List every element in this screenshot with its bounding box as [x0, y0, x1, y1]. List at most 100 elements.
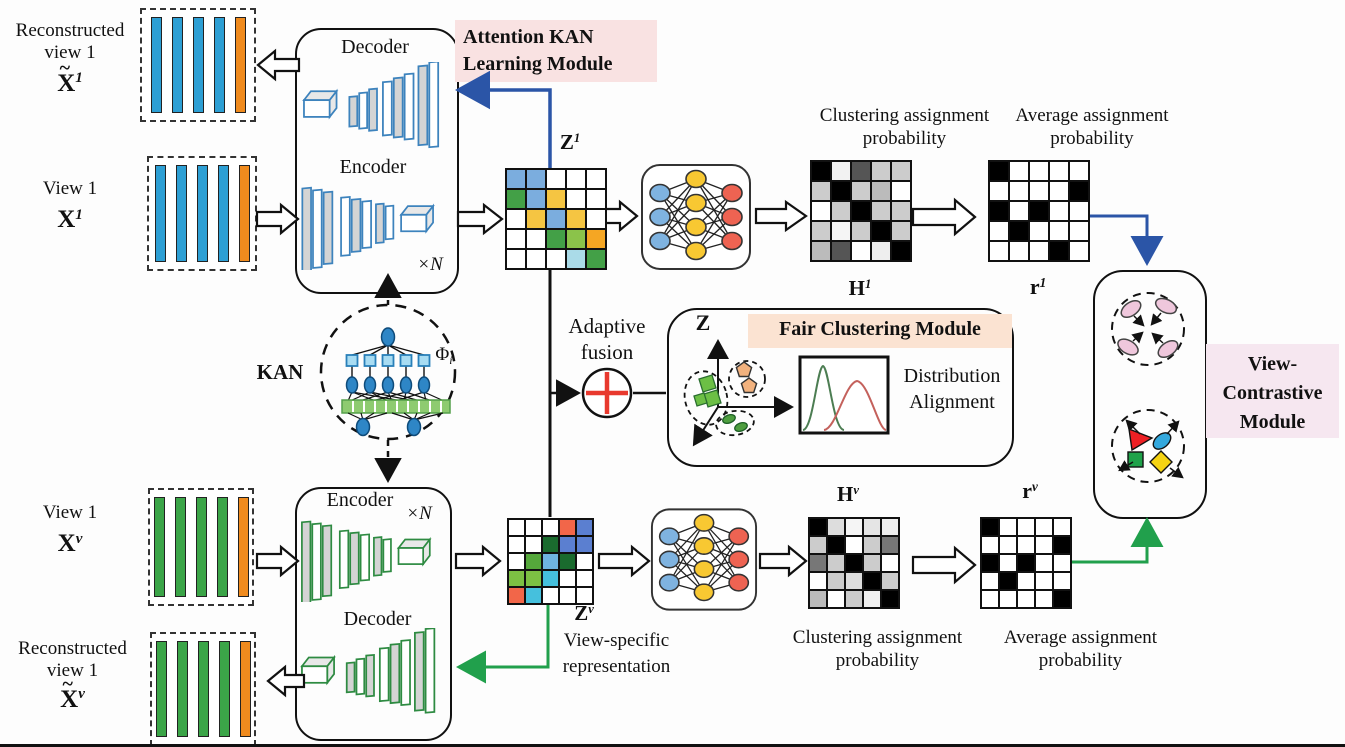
- matrix-cell: [831, 221, 851, 241]
- feature-bar: [196, 165, 208, 262]
- matrix-cell: [827, 572, 845, 590]
- matrix-cell: [506, 229, 526, 249]
- decoder-bottom-label: Decoder: [343, 608, 412, 630]
- recon-bottom-line1: Reconstructed: [18, 638, 127, 659]
- matrix-cell: [809, 590, 827, 608]
- matrix-cell: [891, 201, 911, 221]
- matrix-cell: [811, 221, 831, 241]
- arrow-decoder-to-recon-bottom: [266, 664, 306, 698]
- zv-matrix: [507, 518, 594, 605]
- matrix-cell: [546, 229, 566, 249]
- matrix-cell: [881, 572, 899, 590]
- matrix-cell: [1053, 554, 1071, 572]
- encoder-conv-stack-bottom-icon: [301, 513, 431, 602]
- rv-to-contrastive-line: [1070, 517, 1164, 564]
- matrix-cell: [546, 209, 566, 229]
- matrix-cell: [526, 249, 546, 269]
- fair-clustering-box: [667, 308, 1014, 467]
- matrix-cell: [526, 169, 546, 189]
- matrix-cell: [566, 209, 586, 229]
- matrix-cell: [1069, 201, 1089, 221]
- matrix-cell: [1017, 518, 1035, 536]
- view-top-symbol: X1: [57, 205, 83, 233]
- matrix-cell: [827, 536, 845, 554]
- matrix-cell: [1049, 201, 1069, 221]
- matrix-cell: [1035, 572, 1053, 590]
- matrix-cell: [891, 161, 911, 181]
- matrix-cell: [851, 241, 871, 261]
- matrix-cell: [559, 570, 576, 587]
- matrix-cell: [542, 587, 559, 604]
- matrix-cell: [1029, 201, 1049, 221]
- matrix-cell: [586, 209, 606, 229]
- arrow-view-to-encoder-top: [255, 202, 300, 236]
- matrix-cell: [989, 181, 1009, 201]
- matrix-cell: [863, 572, 881, 590]
- repeat-n-bottom-label: ×N: [406, 503, 432, 524]
- r1-label: r1: [1029, 274, 1047, 299]
- bottom-rule: [0, 744, 1345, 747]
- matrix-cell: [1029, 221, 1049, 241]
- matrix-cell: [525, 570, 542, 587]
- recon-top-line1: Reconstructed: [15, 20, 125, 41]
- attention-feedback-line-top: [455, 70, 552, 170]
- matrix-cell: [999, 590, 1017, 608]
- matrix-cell: [506, 189, 526, 209]
- matrix-cell: [566, 229, 586, 249]
- view1-top-box: [147, 156, 257, 271]
- feature-bar: [197, 641, 209, 737]
- matrix-cell: [1035, 536, 1053, 554]
- matrix-cell: [809, 518, 827, 536]
- matrix-cell: [525, 519, 542, 536]
- matrix-cell: [881, 590, 899, 608]
- contrastive-positive-cluster: [1111, 292, 1185, 366]
- recon-bottom-label: Reconstructed view 1 ~Xv: [0, 638, 145, 714]
- matrix-cell: [576, 536, 593, 553]
- kan-icon: [319, 303, 457, 441]
- matrix-cell: [881, 554, 899, 572]
- matrix-cell: [1009, 181, 1029, 201]
- matrix-cell: [989, 201, 1009, 221]
- matrix-cell: [863, 590, 881, 608]
- feature-bar: [174, 497, 186, 597]
- matrix-cell: [1053, 536, 1071, 554]
- recon-bottom-symbol: ~Xv: [60, 673, 85, 713]
- matrix-cell: [999, 572, 1017, 590]
- matrix-cell: [1049, 181, 1069, 201]
- matrix-cell: [845, 590, 863, 608]
- matrix-cell: [586, 169, 606, 189]
- zv-to-decoder-line: [456, 601, 550, 684]
- matrix-cell: [891, 221, 911, 241]
- matrix-cell: [1009, 201, 1029, 221]
- feature-bar: [155, 641, 167, 737]
- matrix-cell: [1009, 241, 1029, 261]
- matrix-cell: [827, 518, 845, 536]
- matrix-cell: [1009, 161, 1029, 181]
- feature-bar: [239, 641, 251, 737]
- matrix-cell: [981, 518, 999, 536]
- arrow-hv-to-rv: [911, 545, 977, 585]
- contrastive-module-highlight: [1206, 344, 1339, 438]
- matrix-cell: [508, 536, 525, 553]
- matrix-cell: [1053, 590, 1071, 608]
- matrix-cell: [566, 169, 586, 189]
- matrix-cell: [881, 536, 899, 554]
- matrix-cell: [1017, 572, 1035, 590]
- matrix-cell: [1009, 221, 1029, 241]
- matrix-cell: [871, 201, 891, 221]
- encoder-top-label: Encoder: [339, 156, 407, 178]
- matrix-cell: [508, 587, 525, 604]
- fair-module-highlight: [748, 314, 1012, 348]
- matrix-cell: [1069, 221, 1089, 241]
- view-bottom-symbol: Xv: [57, 529, 83, 557]
- matrix-cell: [981, 536, 999, 554]
- matrix-cell: [546, 249, 566, 269]
- feature-bar: [195, 497, 207, 597]
- cluster-green-parallelograms: [683, 370, 729, 426]
- phi-symbol: Φ: [435, 344, 450, 365]
- matrix-cell: [1069, 181, 1089, 201]
- rv-label: rv: [1022, 478, 1038, 503]
- decoder-conv-stack-bottom-icon: [301, 628, 436, 721]
- recon-view1-top-box: [140, 8, 256, 122]
